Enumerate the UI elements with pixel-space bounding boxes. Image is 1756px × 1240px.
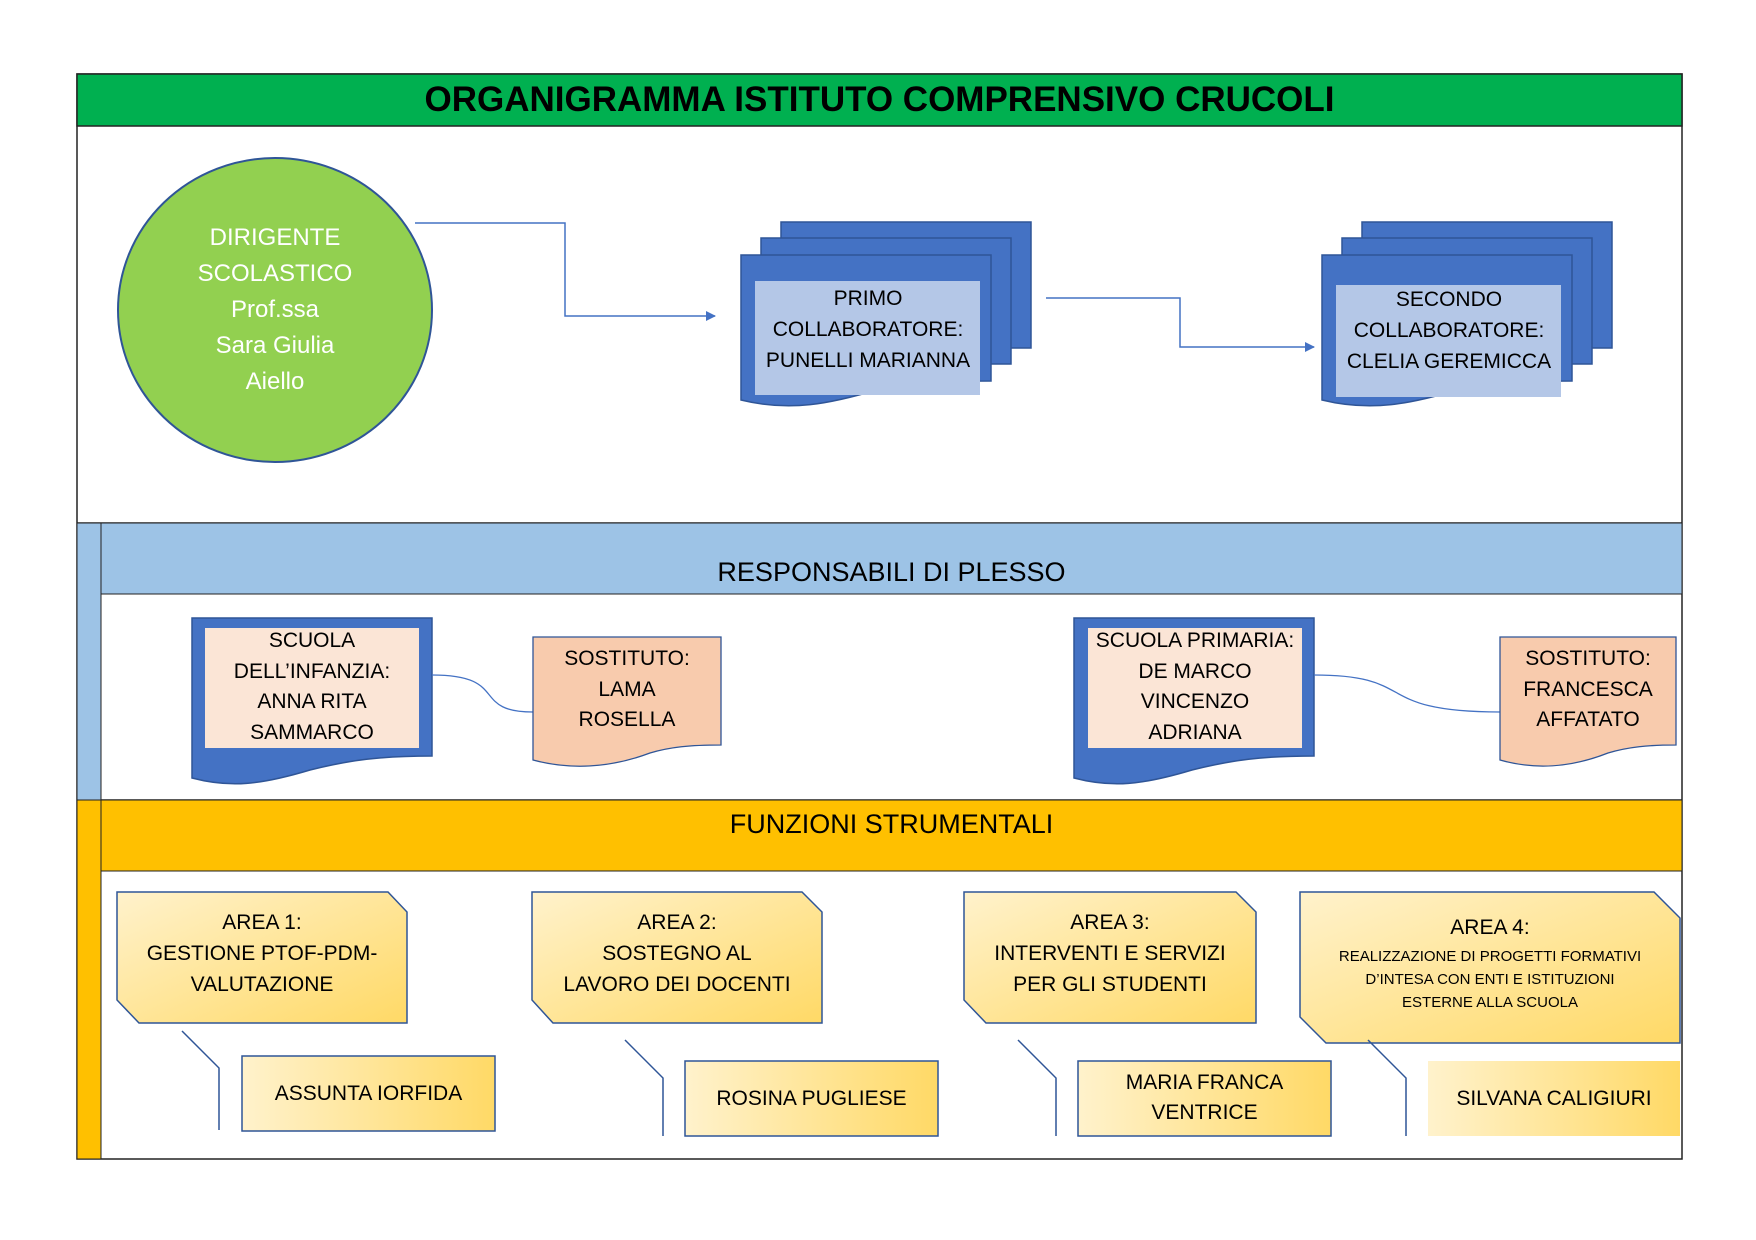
area-2-line-2: LAVORO DEI DOCENTI bbox=[563, 973, 791, 996]
primo-line-2: COLLABORATORE: bbox=[772, 318, 964, 341]
area-1-line-1: GESTIONE PTOF-PDM- bbox=[146, 942, 378, 965]
primaria-line-2: DE MARCO bbox=[1138, 659, 1252, 683]
sostituto-2-document bbox=[1499, 636, 1677, 767]
secondo-line-2: COLLABORATORE: bbox=[1353, 319, 1545, 342]
sostituto-2-label: SOSTITUTO: FRANCESCA AFFATATO bbox=[1500, 644, 1676, 736]
area-1-callout bbox=[116, 891, 408, 1024]
area-2-callout bbox=[531, 891, 823, 1024]
area-2-leader-line bbox=[624, 1039, 664, 1136]
sostituto-1-line-1: SOSTITUTO: bbox=[564, 647, 690, 670]
primo-line-1: PRIMO bbox=[833, 287, 903, 310]
area-4-person: SILVANA CALIGIURI bbox=[1428, 1083, 1680, 1114]
primaria-label: SCUOLA PRIMARIA: DE MARCO VINCENZO ADRIA… bbox=[1083, 626, 1307, 748]
area-1-person-name: ASSUNTA IORFIDA bbox=[274, 1082, 463, 1105]
area-3-line-2: PER GLI STUDENTI bbox=[1013, 973, 1207, 996]
dirigente-line-1: DIRIGENTE bbox=[209, 224, 341, 251]
area-1-leader-line bbox=[181, 1030, 220, 1130]
primo-collaboratore-label: PRIMO COLLABORATORE: PUNELLI MARIANNA bbox=[748, 283, 988, 376]
infanzia-line-1: SCUOLA bbox=[268, 629, 356, 652]
area-1-person: ASSUNTA IORFIDA bbox=[242, 1078, 495, 1109]
responsabili-title: RESPONSABILI DI PLESSO bbox=[717, 556, 1066, 587]
dirigente-line-2: SCOLASTICO bbox=[197, 260, 353, 287]
funzioni-title: FUNZIONI STRUMENTALI bbox=[729, 808, 1054, 839]
area-1-line-2: VALUTAZIONE bbox=[190, 973, 334, 996]
sostituto-2-line-3: AFFATATO bbox=[1536, 708, 1640, 731]
funzioni-side-stripe bbox=[76, 799, 102, 1160]
area-3-heading: AREA 3: bbox=[1070, 911, 1150, 934]
area-3-person: MARIA FRANCA VENTRICE bbox=[1078, 1068, 1331, 1128]
area-2-person: ROSINA PUGLIESE bbox=[685, 1083, 938, 1114]
plesso-side-stripe bbox=[76, 522, 102, 801]
connector-dirigente-primo bbox=[415, 222, 716, 321]
sostituto-1-line-2: LAMA bbox=[598, 677, 656, 701]
sostituto-2-line-1: SOSTITUTO: bbox=[1525, 647, 1651, 670]
primo-collaboratore-multidoc bbox=[740, 221, 1032, 407]
area-3-person-line-1: MARIA FRANCA bbox=[1125, 1071, 1284, 1094]
funzioni-band bbox=[100, 799, 1683, 872]
connector-primo-secondo bbox=[1046, 297, 1315, 352]
primo-line-3: PUNELLI MARIANNA bbox=[765, 349, 971, 372]
sostituto-1-document bbox=[532, 636, 722, 767]
secondo-collaboratore-multidoc bbox=[1321, 221, 1613, 407]
area-2-person-box bbox=[684, 1060, 939, 1137]
area-4-label: AREA 4: bbox=[1300, 913, 1680, 943]
area-2-person-name: ROSINA PUGLIESE bbox=[716, 1087, 907, 1110]
primaria-document bbox=[1073, 617, 1315, 785]
connector-infanzia-sostituto bbox=[431, 674, 534, 713]
page-title: ORGANIGRAMMA ISTITUTO COMPRENSIVO CRUCOL… bbox=[424, 80, 1335, 119]
infanzia-line-4: SAMMARCO bbox=[250, 720, 374, 744]
area-4-description: REALIZZAZIONE DI PROGETTI FORMATIVI D’IN… bbox=[1300, 945, 1680, 1014]
primaria-line-4: ADRIANA bbox=[1148, 720, 1242, 744]
sostituto-1-line-3: ROSELLA bbox=[578, 708, 676, 731]
primaria-line-1: SCUOLA PRIMARIA: bbox=[1095, 629, 1295, 652]
title-band bbox=[76, 73, 1683, 127]
dirigente-circle bbox=[117, 157, 433, 463]
sostituto-2-line-2: FRANCESCA bbox=[1523, 677, 1653, 701]
responsabili-band bbox=[100, 522, 1683, 595]
area-4-line-1: REALIZZAZIONE DI PROGETTI FORMATIVI bbox=[1338, 948, 1642, 965]
secondo-collaboratore-label: SECONDO COLLABORATORE: CLELIA GEREMICCA bbox=[1329, 284, 1569, 377]
area-4-callout bbox=[1299, 891, 1681, 1044]
area-3-leader-line bbox=[1017, 1039, 1057, 1136]
area-3-label: AREA 3: INTERVENTI E SERVIZI PER GLI STU… bbox=[964, 907, 1256, 1000]
area-4-heading: AREA 4: bbox=[1450, 916, 1530, 939]
dirigente-line-5: Aiello bbox=[245, 368, 305, 395]
area-4-person-box bbox=[1428, 1061, 1680, 1136]
area-2-label: AREA 2: SOSTEGNO AL LAVORO DEI DOCENTI bbox=[532, 907, 822, 1000]
primaria-line-3: VINCENZO bbox=[1140, 690, 1250, 713]
infanzia-line-3: ANNA RITA bbox=[257, 690, 367, 713]
area-1-label: AREA 1: GESTIONE PTOF-PDM- VALUTAZIONE bbox=[117, 907, 407, 1000]
sostituto-1-label: SOSTITUTO: LAMA ROSELLA bbox=[533, 644, 721, 736]
dirigente-label: DIRIGENTE SCOLASTICO Prof.ssa Sara Giuli… bbox=[155, 220, 395, 400]
dirigente-line-3: Prof.ssa bbox=[230, 296, 320, 323]
area-1-person-box bbox=[241, 1055, 496, 1132]
area-4-leader-line bbox=[1367, 1039, 1407, 1136]
area-1-heading: AREA 1: bbox=[222, 911, 302, 934]
infanzia-document bbox=[191, 617, 433, 785]
dirigente-line-4: Sara Giulia bbox=[215, 332, 335, 359]
area-3-callout bbox=[963, 891, 1257, 1024]
secondo-line-3: CLELIA GEREMICCA bbox=[1346, 350, 1552, 373]
area-2-heading: AREA 2: bbox=[637, 911, 717, 934]
area-4-line-3: ESTERNE ALLA SCUOLA bbox=[1402, 994, 1578, 1011]
area-3-person-box bbox=[1077, 1060, 1332, 1137]
area-4-line-2: D’INTESA CON ENTI E ISTITUZIONI bbox=[1365, 971, 1615, 988]
connector-primaria-sostituto bbox=[1313, 674, 1501, 713]
secondo-line-1: SECONDO bbox=[1395, 288, 1503, 311]
infanzia-label: SCUOLA DELL’INFANZIA: ANNA RITA SAMMARCO bbox=[200, 626, 424, 748]
area-3-person-line-2: VENTRICE bbox=[1151, 1101, 1258, 1124]
infanzia-line-2: DELL’INFANZIA: bbox=[233, 659, 391, 683]
area-4-person-name: SILVANA CALIGIURI bbox=[1456, 1087, 1652, 1110]
area-2-line-1: SOSTEGNO AL bbox=[602, 942, 752, 965]
area-3-line-1: INTERVENTI E SERVIZI bbox=[994, 942, 1226, 965]
